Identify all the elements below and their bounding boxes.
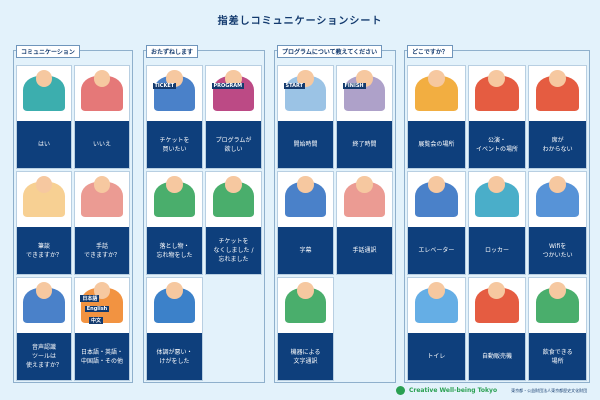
card-label: チケットを 買いたい (147, 121, 202, 168)
card-label: はい (17, 121, 71, 168)
illustration-text: START (283, 82, 306, 89)
section-program: プログラムについて教えてください START 開始時間 FINISH 終了時間字幕手話… (274, 45, 396, 383)
injury-icon (147, 278, 202, 333)
illustration-text: 中文 (89, 316, 104, 324)
card[interactable]: Wifiを つかいたい (528, 171, 587, 275)
card[interactable]: FINISH 終了時間 (336, 65, 393, 169)
card-label: 展覧会の場所 (408, 121, 465, 168)
card-label: 手話 できますか？ (75, 227, 129, 274)
card-label: 手話通訳 (337, 227, 392, 274)
illustration-text: PROGRAM (211, 82, 245, 89)
card-label: Wifiを つかいたい (529, 227, 586, 274)
card[interactable]: はい (16, 65, 72, 169)
languages-icon: 日本語 English 中文 (75, 278, 129, 333)
card[interactable]: TICKET チケットを 買いたい (146, 65, 203, 169)
circle-yes-icon (17, 66, 71, 121)
wifi-icon (529, 172, 586, 227)
food-icon (529, 278, 586, 333)
card-label: 飲食できる 場所 (529, 333, 586, 380)
card-label: 音声認識 ツールは 使えますか？ (17, 333, 71, 380)
illustration-text: TICKET (152, 82, 177, 89)
lost-key-icon (147, 172, 202, 227)
card[interactable]: ロッカー (467, 171, 527, 275)
subtitles-icon (278, 172, 333, 227)
card-label: 落とし物・ 忘れ物をした (147, 227, 202, 274)
cross-no-icon (75, 66, 129, 121)
illustration-text: FINISH (342, 82, 366, 89)
locker-icon (468, 172, 526, 227)
page-title: 指差しコミュニケーションシート (217, 16, 383, 27)
section-label: プログラムについて教えてください (277, 45, 383, 58)
exhibition-icon (408, 66, 465, 121)
card[interactable]: 展覧会の場所 (407, 65, 466, 169)
clock-finish-icon: FINISH (337, 66, 392, 121)
card[interactable]: 筆談 できますか？ (16, 171, 72, 275)
footer: Creative Well-being Tokyo 東京都・公益財団法人東京都歴… (396, 386, 587, 395)
card[interactable]: 飲食できる 場所 (528, 277, 587, 381)
toilet-icon (408, 278, 465, 333)
card-label: 体調が悪い・ けがをした (147, 333, 202, 380)
card[interactable]: エレベーター (407, 171, 466, 275)
sign-interpreter-icon (337, 172, 392, 227)
seat-icon (529, 66, 586, 121)
section-label: コミュニケーション (16, 45, 80, 58)
card[interactable]: 体調が悪い・ けがをした (146, 277, 203, 381)
card-label: 公演・ イベントの場所 (468, 121, 526, 168)
tablet-text-icon (278, 278, 333, 333)
card[interactable]: 字幕 (277, 171, 334, 275)
illustration-text: English (84, 305, 110, 312)
card-label: エレベーター (408, 227, 465, 274)
section-communication: コミュニケーション はいいいえ筆談 できますか？手話 できますか？ 音声認識 ツー… (13, 45, 133, 383)
brand-name: Creative Well-being Tokyo (409, 387, 498, 394)
section-where: どこですか？ 展覧会の場所公演・ イベントの場所席が わからないエレベーターロッ… (404, 45, 590, 383)
card[interactable]: 手話通訳 (336, 171, 393, 275)
card[interactable]: 公演・ イベントの場所 (467, 65, 527, 169)
logo-icon (396, 386, 405, 395)
card[interactable]: トイレ (407, 277, 466, 381)
card[interactable]: チケットを なくしました / 忘れました (205, 171, 262, 275)
card-label: 終了時間 (337, 121, 392, 168)
card-label: 機器による 文字通訳 (278, 333, 333, 380)
card[interactable]: 機器による 文字通訳 (277, 277, 334, 381)
section-label: どこですか？ (407, 45, 453, 58)
card-label: トイレ (408, 333, 465, 380)
card-label: チケットを なくしました / 忘れました (206, 227, 261, 274)
card[interactable]: 音声認識 ツールは 使えますか？ (16, 277, 72, 381)
section-inquiry: おたずねします TICKET チケットを 買いたい PROGRAM プログラムが 欲し… (143, 45, 265, 383)
card[interactable]: START 開始時間 (277, 65, 334, 169)
card-label: 開始時間 (278, 121, 333, 168)
card-label: 字幕 (278, 227, 333, 274)
card[interactable]: 落とし物・ 忘れ物をした (146, 171, 203, 275)
card-label: 席が わからない (529, 121, 586, 168)
card-label: 自動販売機 (468, 333, 526, 380)
card[interactable]: 席が わからない (528, 65, 587, 169)
smartphone-icon (17, 278, 71, 333)
card-label: 日本語・英語・ 中国語・その他 (75, 333, 129, 380)
elevator-icon (408, 172, 465, 227)
card-label: プログラムが 欲しい (206, 121, 261, 168)
ticket-icon: TICKET (147, 66, 202, 121)
card-label: いいえ (75, 121, 129, 168)
card[interactable]: 自動販売機 (467, 277, 527, 381)
card-label: ロッカー (468, 227, 526, 274)
vending-machine-icon (468, 278, 526, 333)
program-icon: PROGRAM (206, 66, 261, 121)
lost-ticket-icon (206, 172, 261, 227)
card[interactable]: 手話 できますか？ (74, 171, 130, 275)
card[interactable]: いいえ (74, 65, 130, 169)
section-label: おたずねします (146, 45, 199, 58)
clock-start-icon: START (278, 66, 333, 121)
sign-language-icon (75, 172, 129, 227)
illustration-text: 日本語 (80, 294, 100, 302)
theater-icon (468, 66, 526, 121)
card-label: 筆談 できますか？ (17, 227, 71, 274)
card[interactable]: 日本語 English 中文日本語・英語・ 中国語・その他 (74, 277, 130, 381)
organization: 東京都・公益財団法人東京都歴史文化財団 (511, 387, 588, 393)
card[interactable]: PROGRAM プログラムが 欲しい (205, 65, 262, 169)
pencil-speech-icon (17, 172, 71, 227)
